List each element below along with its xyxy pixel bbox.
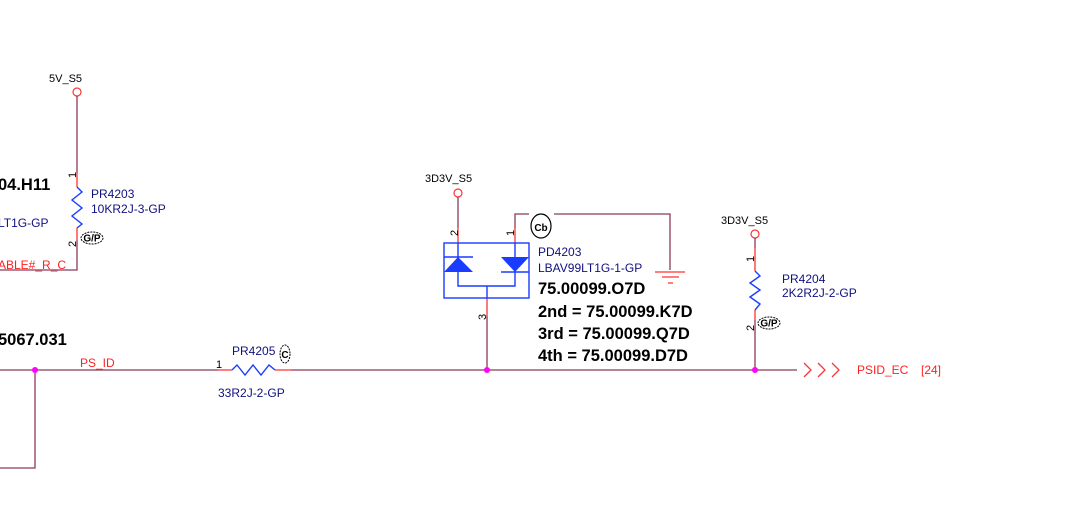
pr4205-value: 33R2J-2-GP (218, 386, 285, 400)
part-number: 75.00099.O7D (538, 280, 645, 298)
badge-text: Cb (534, 223, 547, 234)
power-5v-s5-label: 5V_S5 (49, 73, 82, 85)
part-number-4th: 4th = 75.00099.D7D (538, 347, 688, 365)
power-port-icon (453, 188, 463, 198)
resistor-pr4205[interactable]: 1 PR4205 33R2J-2-GP C (216, 344, 291, 400)
wire (0, 240, 78, 271)
pin-number: 2 (67, 241, 79, 247)
left-net-label: ABLE#_R_C (0, 258, 66, 272)
wire (0, 370, 36, 469)
diode-internal-wires (444, 243, 529, 298)
badge-text: G/P (760, 319, 778, 330)
page-reference[interactable]: [24] (921, 363, 941, 377)
cb-badge-icon (530, 213, 552, 239)
badge-text: C (281, 350, 288, 361)
resistor-pr4204[interactable]: 3D3V_S5 1 2 PR4204 2K2R2J-2-GP G/P (721, 215, 857, 370)
resistor-zigzag-icon (748, 270, 762, 311)
off-page-connector-icon (803, 362, 840, 378)
badge-text: G/P (83, 234, 101, 245)
power-port-icon (750, 229, 760, 239)
pr4205-ref: PR4205 (232, 344, 276, 358)
junction-dot (484, 367, 490, 373)
pin-number: 3 (477, 314, 489, 320)
power-port-icon (72, 87, 82, 97)
net-label-ps-id: PS_ID (80, 356, 115, 370)
junction-dot (752, 367, 758, 373)
left-part-name: LT1G-GP (0, 216, 48, 230)
gp-badge-icon (80, 231, 104, 245)
wire (514, 213, 671, 270)
junction-dot (32, 367, 38, 373)
diode-right-icon (501, 257, 529, 272)
power-3d3v-s5-label-right: 3D3V_S5 (721, 215, 768, 227)
part-number-3rd: 3rd = 75.00099.Q7D (538, 325, 690, 343)
c-badge-icon (279, 344, 291, 364)
pin-number: 1 (505, 230, 517, 236)
pd4203-value: LBAV99LT1G-1-GP (538, 261, 642, 275)
pin (457, 228, 516, 316)
pr4204-value: 2K2R2J-2-GP (782, 286, 857, 300)
left-part-number-2: 5067.031 (0, 331, 67, 349)
pin-number: 1 (745, 256, 757, 262)
pr4203-value: 10KR2J-3-GP (91, 202, 166, 216)
diode-pd4203[interactable]: 3D3V_S5 2 1 3 Cb PD4203 LBAV99LT1G-1-GP … (425, 173, 693, 370)
power-3d3v-s5-label: 3D3V_S5 (425, 173, 472, 185)
pin-number: 2 (745, 325, 757, 331)
pin-number: 2 (449, 230, 461, 236)
pin-number: 1 (216, 359, 222, 371)
left-part-number: 04.H11 (0, 176, 50, 194)
resistor-pr4203[interactable]: 5V_S5 1 2 PR4203 10KR2J-3-GP G/P (0, 73, 166, 271)
diode-left-icon (444, 257, 473, 272)
pr4203-ref: PR4203 (91, 187, 135, 201)
pr4204-ref: PR4204 (782, 272, 826, 286)
part-number-2nd: 2nd = 75.00099.K7D (538, 303, 693, 321)
resistor-zigzag-icon (70, 186, 84, 229)
pd4203-ref: PD4203 (538, 245, 582, 259)
net-label-psid-ec[interactable]: PSID_EC (857, 363, 909, 377)
gp-badge-icon (757, 316, 781, 330)
pin-number: 1 (67, 172, 79, 178)
ground-icon (655, 271, 685, 284)
resistor-zigzag-icon (231, 363, 276, 377)
